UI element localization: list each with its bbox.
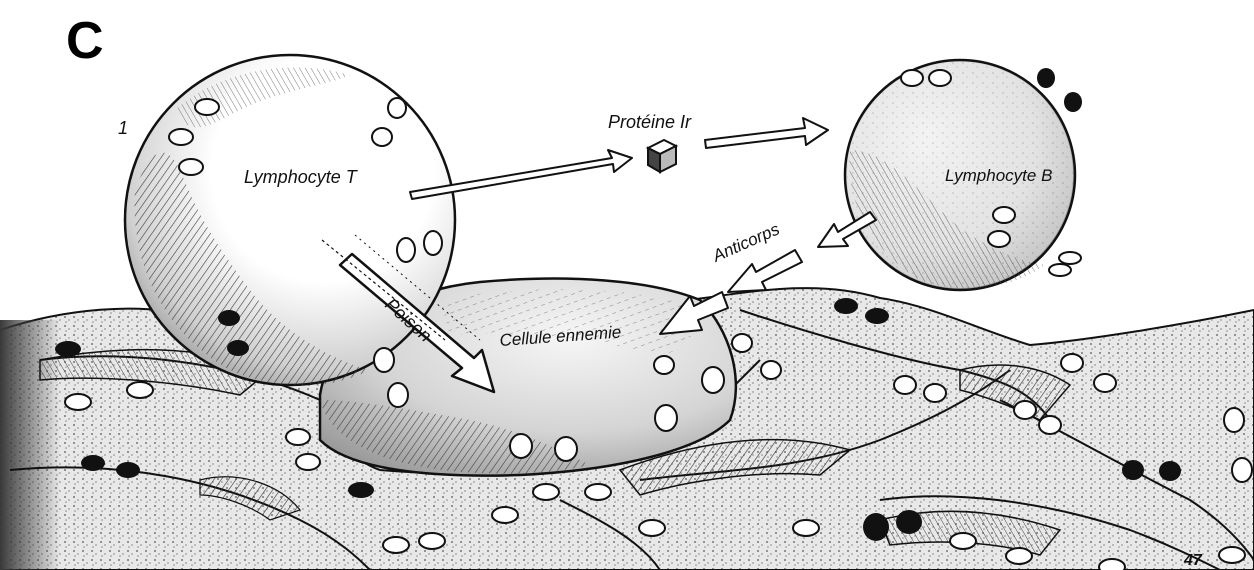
nucleus [1094,374,1116,392]
t-receptor [169,129,193,145]
b-receptor-dark [1037,68,1055,88]
t-receptor [388,98,406,118]
nucleus-dark [348,482,374,498]
b-receptor [929,70,951,86]
nucleus [419,533,445,549]
nucleus-dark [1159,461,1181,481]
nucleus [533,484,559,500]
proteine-cube-icon [648,140,676,172]
nucleus [1224,408,1244,432]
b-receptor [901,70,923,86]
nucleus [383,537,409,553]
nucleus [639,520,665,536]
b-receptor [1059,252,1081,264]
nucleus-dark [834,298,858,314]
t-receptor-dark [218,310,240,326]
label-proteine-ir: Protéine Ir [608,112,692,132]
b-receptor [1049,264,1071,276]
t-receptor-dark [227,340,249,356]
nucleus-dark [81,455,105,471]
label-lymphocyte-b: Lymphocyte B [945,166,1052,185]
nucleus-dark [116,462,140,478]
nucleus [894,376,916,394]
t-receptor [195,99,219,115]
nucleus [1014,401,1036,419]
nucleus [388,383,408,407]
panel-letter: C [66,12,104,70]
nucleus [1061,354,1083,372]
nucleus-dark [1122,460,1144,480]
b-receptor [993,207,1015,223]
nucleus [127,382,153,398]
b-receptor [988,231,1010,247]
nucleus [702,367,724,393]
nucleus-dark [865,308,889,324]
nucleus [65,394,91,410]
t-receptor [179,159,203,175]
b-receptor-dark [1064,92,1082,112]
page-number: 47 [1183,552,1203,569]
nucleus [492,507,518,523]
nucleus [793,520,819,536]
nucleus [296,454,320,470]
nucleus [1232,458,1252,482]
label-lymphocyte-t: Lymphocyte T [244,167,359,187]
t-receptor [397,238,415,262]
arrow-protein-to-b [705,118,828,148]
label-anticorps: Anticorps [709,219,783,266]
nucleus-dark [896,510,922,534]
nucleus [1006,548,1032,564]
lymphocyte-t-cell [125,55,455,386]
nucleus [1219,547,1245,563]
arrow-antibodies-middle [728,250,802,292]
nucleus [950,533,976,549]
nucleus [732,334,752,352]
nucleus [585,484,611,500]
nucleus [510,434,532,458]
t-receptor [424,231,442,255]
nucleus [654,356,674,374]
nucleus-dark [863,513,889,541]
nucleus [374,348,394,372]
nucleus [655,405,677,431]
nucleus [1099,559,1125,570]
nucleus [555,437,577,461]
t-receptor [372,128,392,146]
nucleus [286,429,310,445]
nucleus [1039,416,1061,434]
nucleus-dark [55,341,81,357]
corner-mark: 1 [118,118,128,138]
nucleus [924,384,946,402]
nucleus [761,361,781,379]
